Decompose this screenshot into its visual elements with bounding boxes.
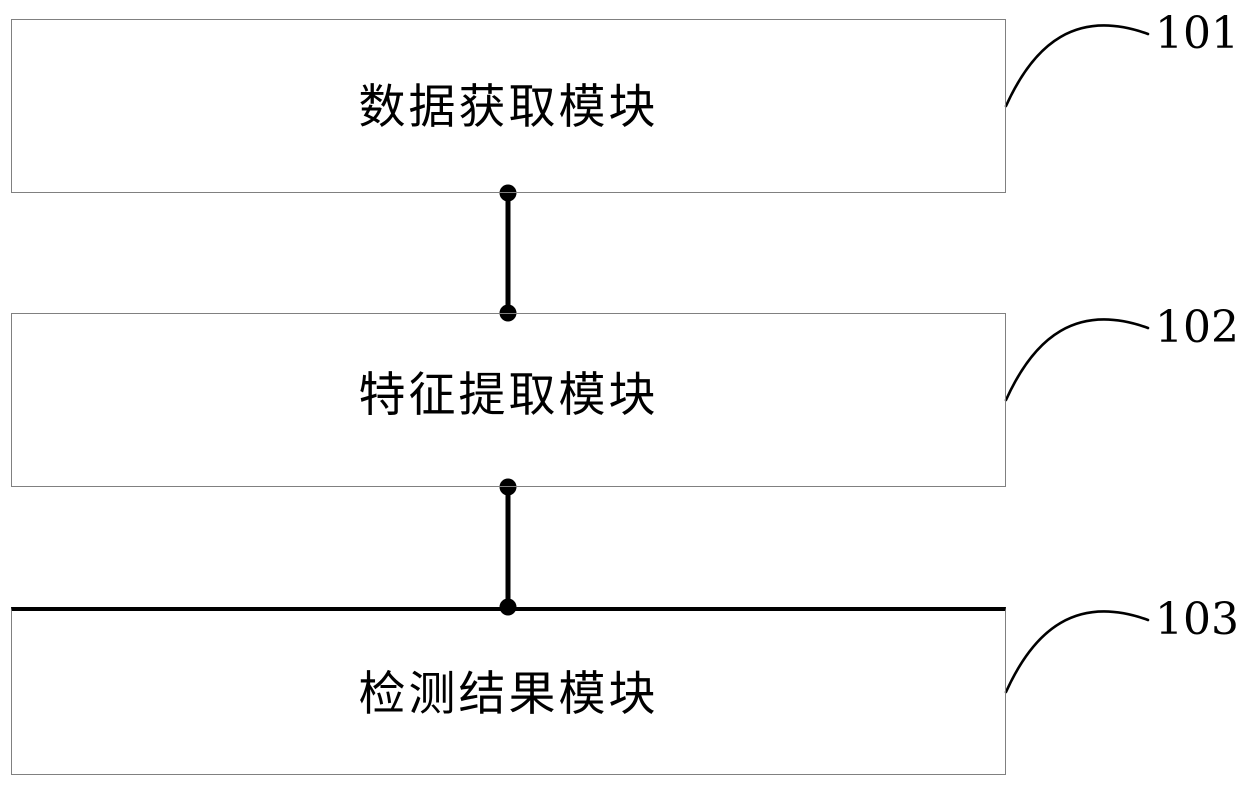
leader-line-group: [1004, 24, 1150, 694]
reference-number-101: 101: [1155, 8, 1239, 59]
module-box-data-acquisition[interactable]: 数据获取模块: [11, 19, 1006, 193]
module-box-detection-result[interactable]: 检测结果模块: [11, 607, 1006, 775]
reference-leader-line: [1004, 318, 1150, 402]
reference-leader-line: [1004, 24, 1150, 108]
reference-number-102: 102: [1155, 302, 1239, 353]
connector-group: [499, 184, 517, 616]
module-box-label: 检测结果模块: [358, 667, 659, 722]
reference-number-103: 103: [1155, 594, 1239, 645]
module-box-feature-extraction[interactable]: 特征提取模块: [11, 313, 1006, 487]
module-box-label: 特征提取模块: [358, 368, 659, 423]
module-box-label: 数据获取模块: [358, 80, 659, 135]
reference-leader-line: [1004, 610, 1150, 694]
connector-junction-dot: [499, 478, 517, 496]
connector-junction-dot: [499, 184, 517, 202]
